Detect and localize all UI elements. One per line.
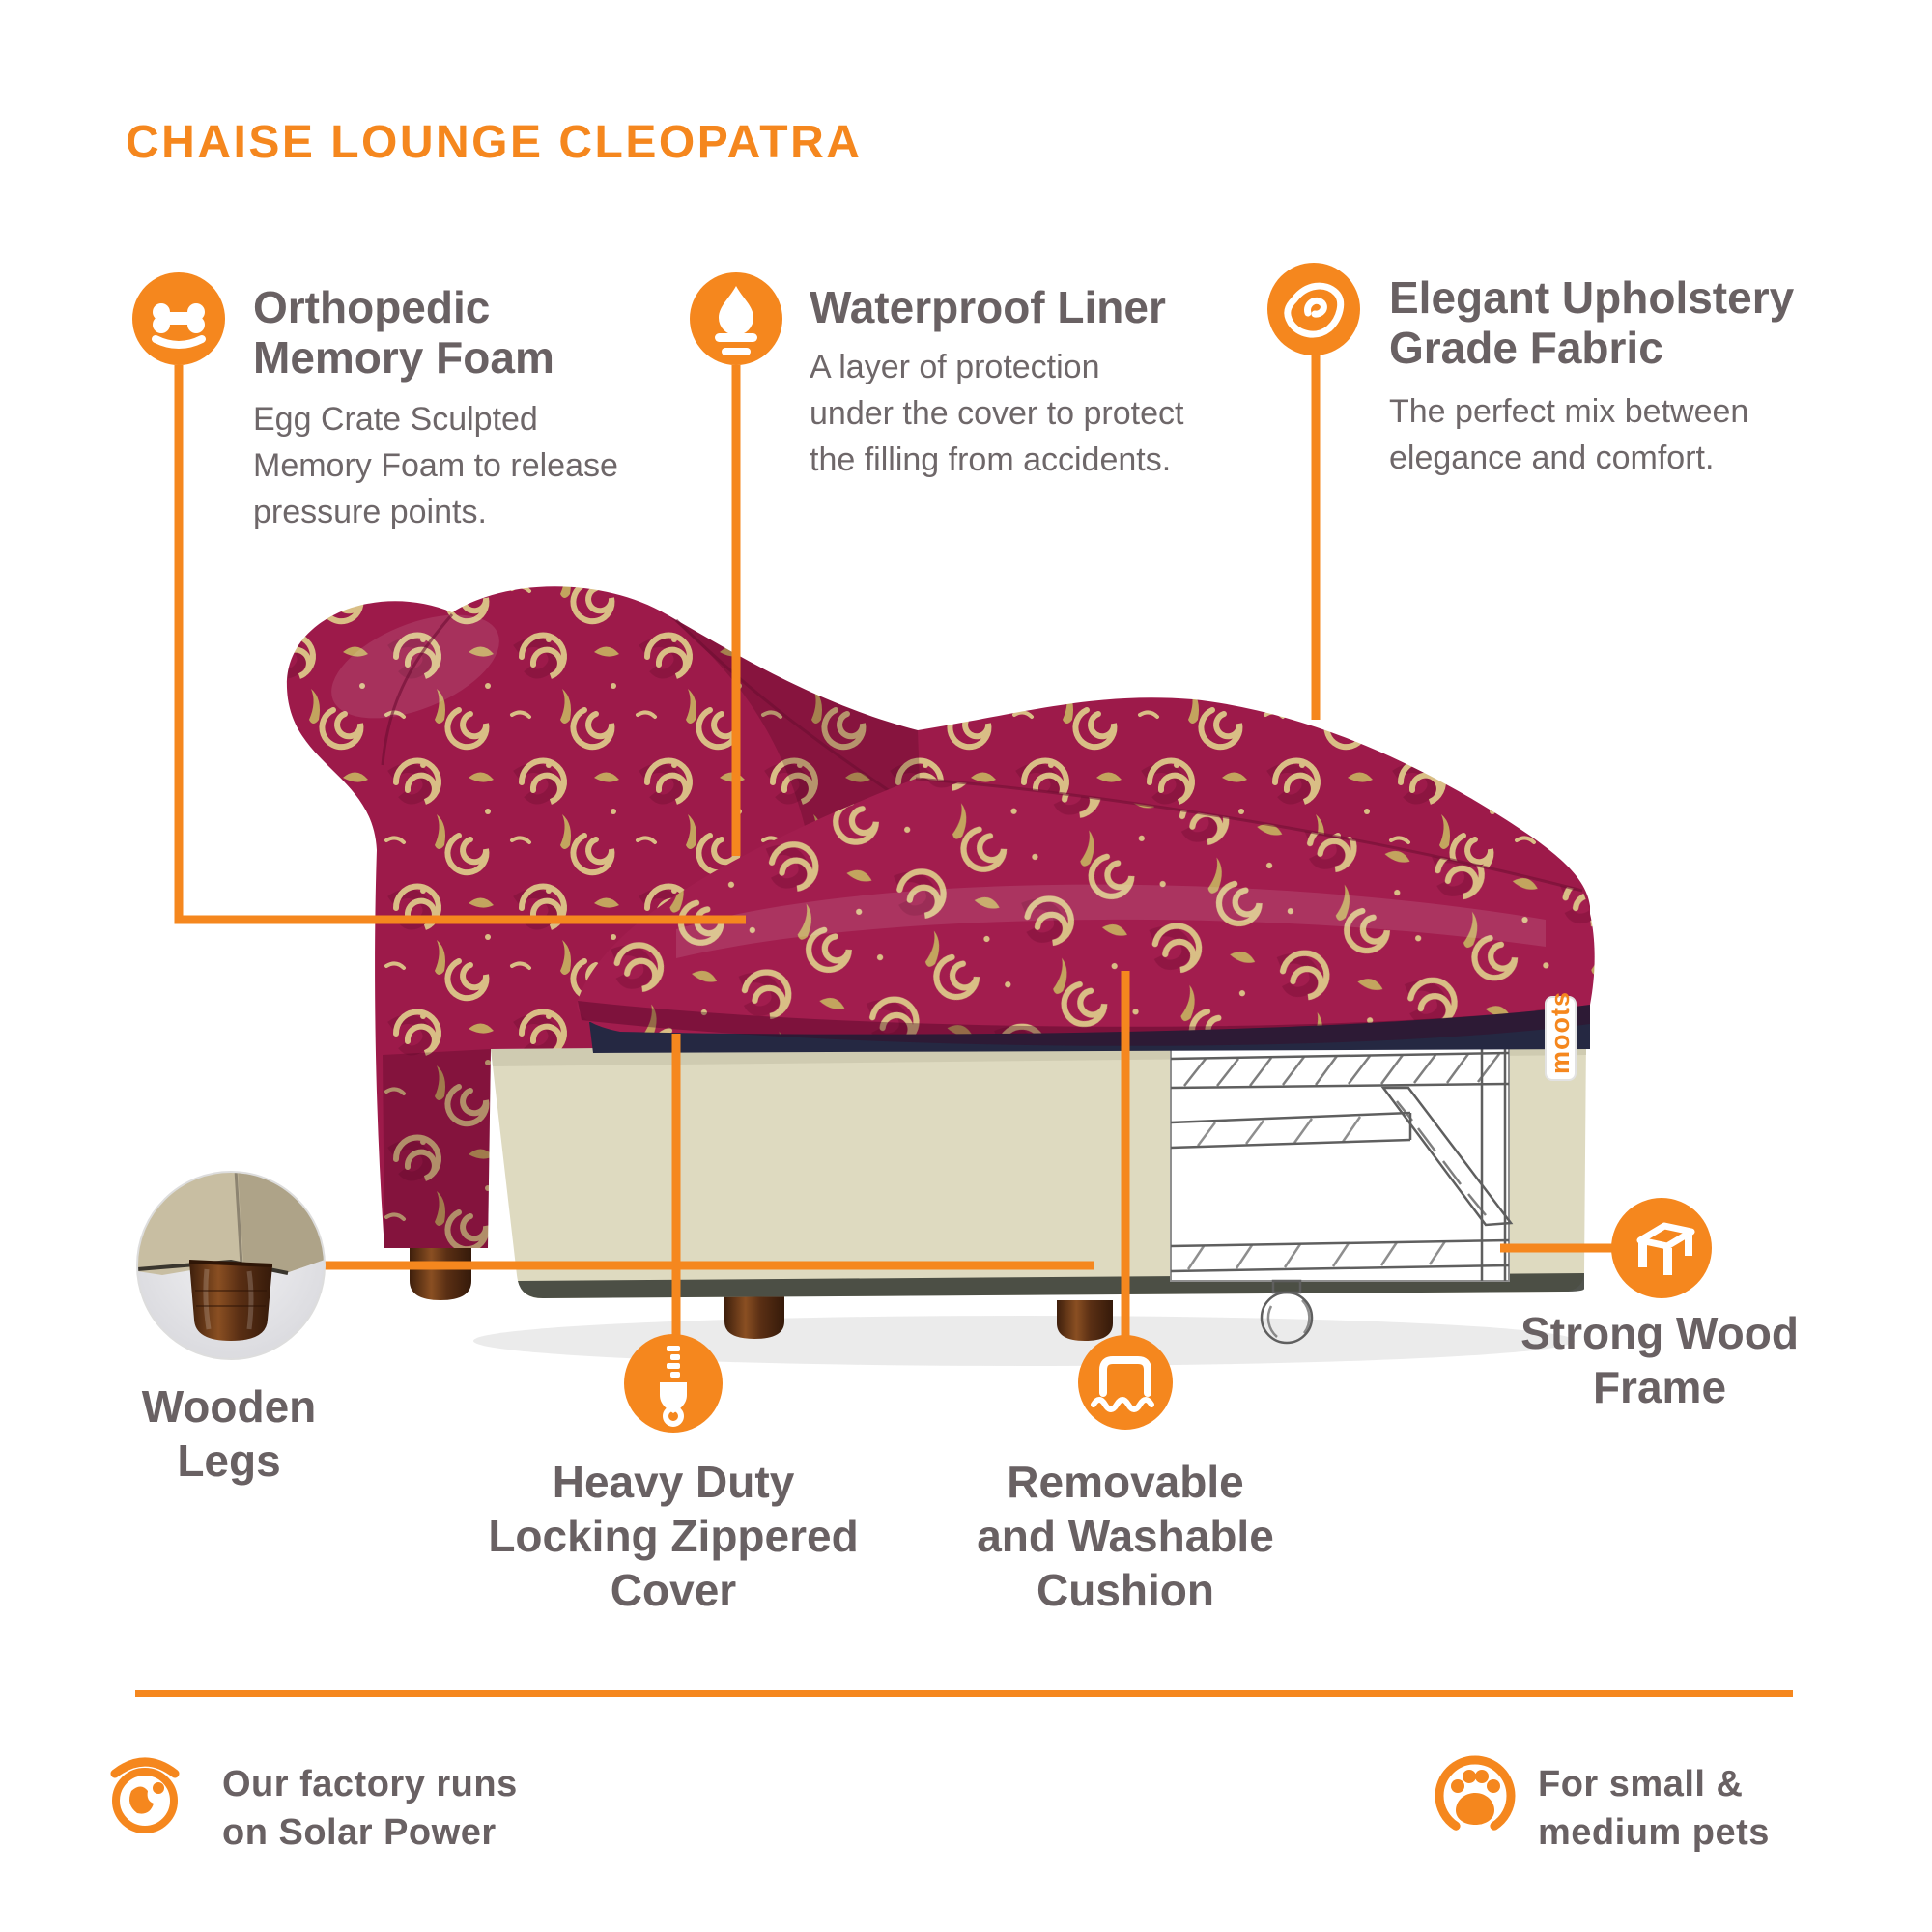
washable-cushion-label: Removable and Washable Cushion — [977, 1457, 1274, 1615]
callout-lines — [174, 355, 1613, 1337]
paw-icon — [1435, 1755, 1516, 1836]
brand-tag-label: moots — [1546, 991, 1575, 1074]
orthopedic-badge — [132, 272, 225, 365]
solar-globe-wrap — [99, 1748, 190, 1839]
water-drop-liner-icon — [715, 286, 757, 355]
footer-divider — [135, 1690, 1793, 1697]
zipper-icon — [660, 1346, 687, 1427]
fabric-desc: The perfect mix between elegance and com… — [1389, 393, 1749, 476]
brand-tag: moots — [1545, 991, 1577, 1081]
waterproof-title: Waterproof Liner — [810, 282, 1166, 332]
wood-frame-label: Strong Wood Frame — [1520, 1308, 1799, 1412]
zipper-label: Heavy Duty Locking Zippered Cover — [488, 1457, 859, 1615]
wooden-leg-photo-inset — [136, 1171, 326, 1360]
wood-frame-badge — [1611, 1198, 1712, 1298]
zipper-badge — [624, 1334, 723, 1433]
line-orthopedic — [174, 365, 746, 924]
solar-globe-icon — [110, 1757, 180, 1833]
orthopedic-desc: Egg Crate Sculpted Memory Foam to releas… — [253, 401, 618, 530]
waterproof-badge — [690, 272, 782, 365]
cushion-wash-icon — [1091, 1356, 1154, 1412]
pets-label: For small & medium pets — [1538, 1764, 1770, 1853]
couch-wooden-legs — [410, 1244, 1113, 1341]
page-title: CHAISE LOUNGE CLEOPATRA — [126, 117, 863, 168]
fabric-title: Elegant Upholstery Grade Fabric — [1389, 272, 1795, 373]
orthopedic-title: Orthopedic Memory Foam — [253, 282, 554, 383]
paw-wrap — [1430, 1750, 1520, 1841]
fabric-badge — [1267, 263, 1360, 355]
fabric-swatch-icon — [1284, 282, 1345, 338]
solar-label: Our factory runs on Solar Power — [222, 1764, 518, 1853]
wood-frame-icon — [1636, 1222, 1695, 1275]
couch-seat-cushion — [577, 777, 1595, 1046]
wooden-legs-label: Wooden Legs — [141, 1381, 317, 1486]
wood-frame-sketch — [1170, 1037, 1514, 1345]
washable-cushion-badge — [1078, 1335, 1173, 1430]
bone-foam-icon — [152, 303, 206, 349]
waterproof-desc: A layer of protection under the cover to… — [810, 349, 1184, 478]
